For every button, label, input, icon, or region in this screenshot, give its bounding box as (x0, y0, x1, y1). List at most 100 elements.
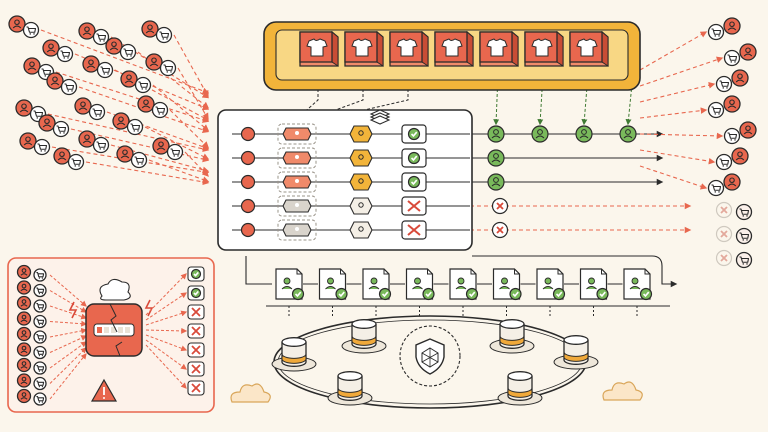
shopping-cart-icon (151, 101, 169, 119)
cross-badge-icon (407, 224, 421, 236)
database-cylinder-icon (507, 371, 533, 401)
ledger-return (472, 255, 678, 288)
request-dot (240, 126, 256, 142)
smoke-icon (99, 278, 131, 301)
shopping-cart-icon (96, 61, 114, 79)
database-cylinder-icon (563, 335, 589, 365)
request-pair (46, 72, 78, 96)
shopping-cart-icon (92, 136, 110, 154)
pipeline-row-success (232, 123, 470, 145)
user-avatar-icon (739, 121, 757, 139)
user-avatar-icon (16, 373, 32, 388)
user-avatar-icon (16, 326, 32, 342)
ticket-hold-icon (282, 175, 312, 189)
tshirt-box-icon (344, 30, 384, 67)
shopping-cart-icon (33, 299, 47, 313)
shopping-cart-icon (33, 330, 47, 344)
request-arrow (55, 71, 210, 123)
request-pair (53, 147, 85, 171)
tshirt-box-icon (389, 30, 429, 67)
document-check-icon (318, 268, 348, 301)
ticket-hold-icon (282, 127, 312, 141)
request-arrow (85, 161, 210, 186)
request-pair (141, 20, 173, 44)
payment-hexagon-icon (349, 197, 373, 215)
check-badge-icon (552, 287, 566, 301)
pipeline-row-success (232, 171, 470, 193)
check-badge-icon (407, 151, 421, 165)
request-pair (82, 55, 114, 79)
cross-badge-icon (191, 326, 201, 336)
shopping-cart-icon (92, 28, 110, 46)
allocation-line (537, 73, 544, 126)
user-avatar-icon (152, 137, 170, 155)
user-avatar-icon (120, 70, 138, 88)
request-pair (137, 95, 169, 119)
document-check-icon (536, 268, 566, 301)
document-check-icon (492, 268, 522, 301)
outcome-arrow (145, 339, 187, 370)
request-arrow (184, 151, 209, 177)
shield-ring (399, 325, 461, 387)
user-avatar-icon (739, 43, 757, 61)
request-pair (38, 114, 70, 138)
shopping-cart-icon (723, 49, 741, 67)
shopping-cart-icon (33, 345, 47, 360)
shopping-cart-icon (155, 26, 173, 44)
user-avatar-icon (53, 147, 71, 165)
user-avatar-icon (16, 280, 32, 295)
database-cylinder-icon (281, 337, 307, 367)
allocation-line (625, 73, 634, 126)
user-avatar-icon (723, 17, 741, 35)
user-avatar-icon (16, 264, 32, 280)
shopping-cart-icon (33, 392, 47, 406)
outcome-arrow (145, 273, 187, 316)
document-check-icon (623, 268, 653, 301)
user-avatar-icon (38, 114, 56, 132)
confirmed-user (619, 125, 637, 143)
request-arrow (173, 34, 209, 98)
confirmed-user (531, 125, 549, 143)
user-avatar-icon (731, 147, 749, 165)
database-cylinder-icon (499, 319, 525, 349)
ticket-hold-icon (282, 199, 312, 213)
cross-badge-icon (715, 201, 733, 219)
user-avatar-icon (19, 132, 37, 150)
request-arrow (40, 29, 210, 94)
check-badge-icon (465, 287, 479, 301)
overloaded-server-icon (68, 278, 154, 357)
cross-badge-icon (191, 364, 201, 374)
overload-inset (7, 257, 215, 413)
user-avatar-icon (116, 145, 134, 163)
check-badge-icon (596, 287, 609, 301)
request-arrow (78, 86, 210, 133)
shopping-cart-icon (134, 76, 152, 94)
shopping-cart-icon (735, 227, 753, 245)
shopping-cart-icon (22, 21, 40, 39)
cloud-icon (602, 381, 643, 401)
user-avatar-icon (16, 311, 32, 326)
check-badge-icon (407, 175, 421, 189)
ledger-chain (275, 268, 653, 301)
document-check-icon (405, 268, 435, 301)
shopping-cart-icon (723, 127, 741, 145)
tshirt-box-icon (299, 30, 339, 67)
outcome-arrow (145, 292, 187, 321)
request-pair (145, 53, 177, 77)
pipeline-row-rejected (232, 219, 470, 241)
request-arrow (177, 67, 209, 120)
check-badge-icon (407, 127, 421, 141)
request-pair (105, 37, 137, 61)
payment-hexagon-icon (349, 125, 373, 143)
user-avatar-icon (82, 55, 100, 73)
request-arrow (148, 159, 210, 183)
request-pair (78, 130, 110, 154)
shopping-cart-icon (33, 314, 47, 329)
hold-slot (277, 219, 317, 241)
overload-arrow (49, 327, 88, 338)
pipeline-row-rejected (232, 195, 470, 217)
document-check-icon (275, 268, 305, 301)
user-avatar-icon (16, 357, 32, 373)
document-check-icon (362, 268, 392, 301)
shopping-cart-icon (735, 203, 753, 221)
